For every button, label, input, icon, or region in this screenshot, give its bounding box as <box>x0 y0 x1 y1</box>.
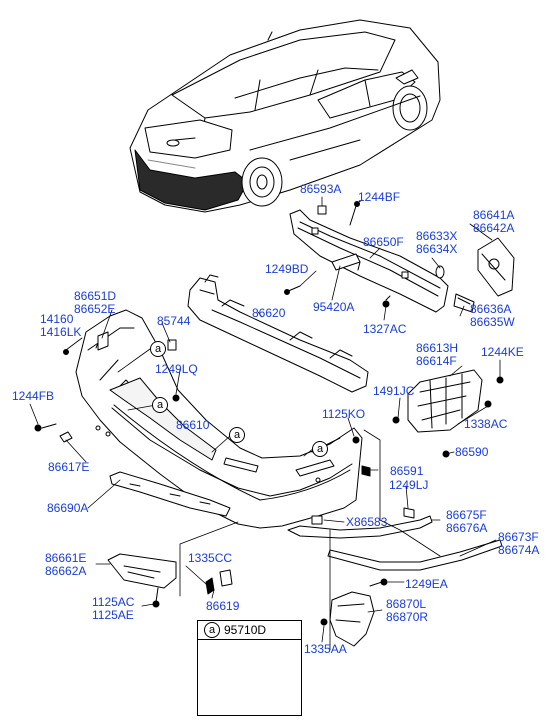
part-label-86590[interactable]: 86590 <box>455 445 489 459</box>
callout-a-marker: a <box>152 397 168 413</box>
part-label-86617e[interactable]: 86617E <box>48 460 90 474</box>
back-beam <box>289 209 449 313</box>
part-label-86690a[interactable]: 86690A <box>47 501 89 515</box>
part-label-86591[interactable]: 86591 <box>390 464 424 478</box>
car-illustration <box>129 19 441 213</box>
callout-a-marker: a <box>312 441 328 457</box>
part-label-1249bd[interactable]: 1249BD <box>265 262 309 276</box>
callout-a-marker: a <box>150 341 166 357</box>
part-label-1125ko[interactable]: 1125KO <box>322 407 366 421</box>
part-label-85744[interactable]: 85744 <box>157 314 191 328</box>
bumper-cover <box>59 309 363 529</box>
part-label-86619[interactable]: 86619 <box>206 599 240 613</box>
callout-a-marker: a <box>229 427 245 443</box>
part-label-86610[interactable]: 86610 <box>176 418 210 432</box>
inset-part-label-95710d[interactable]: 95710D <box>224 623 267 637</box>
lower-trims <box>109 465 503 571</box>
leader-lines <box>29 196 501 651</box>
inset-header: a 95710D <box>198 621 301 640</box>
detail-inset-box: a 95710D <box>197 620 302 716</box>
energy-absorber <box>187 274 369 393</box>
part-label-1249lj[interactable]: 1249LJ <box>389 478 429 492</box>
part-label-1327ac[interactable]: 1327AC <box>363 322 407 336</box>
part-label-1244bf[interactable]: 1244BF <box>358 190 401 204</box>
part-label-1338ac[interactable]: 1338AC <box>464 417 508 431</box>
reflectors-brackets <box>97 331 483 647</box>
inset-callout-marker: a <box>204 622 220 638</box>
part-label-1491jc[interactable]: 1491JC <box>373 384 415 398</box>
beam-small-parts <box>284 201 515 313</box>
part-label-1335cc[interactable]: 1335CC <box>188 551 233 565</box>
part-label-1249lq[interactable]: 1249LQ <box>155 362 198 376</box>
part-label-1335aa[interactable]: 1335AA <box>304 642 347 656</box>
part-label-86650f[interactable]: 86650F <box>363 235 404 249</box>
part-label-x86583[interactable]: X86583 <box>346 515 388 529</box>
part-label-1249ea[interactable]: 1249EA <box>405 577 448 591</box>
fasteners <box>34 349 504 626</box>
part-label-86593a[interactable]: 86593A <box>300 182 342 196</box>
part-label-1244ke[interactable]: 1244KE <box>481 345 524 359</box>
part-label-86620[interactable]: 86620 <box>252 306 286 320</box>
part-label-95420a[interactable]: 95420A <box>313 300 355 314</box>
part-label-1244fb[interactable]: 1244FB <box>12 389 55 403</box>
